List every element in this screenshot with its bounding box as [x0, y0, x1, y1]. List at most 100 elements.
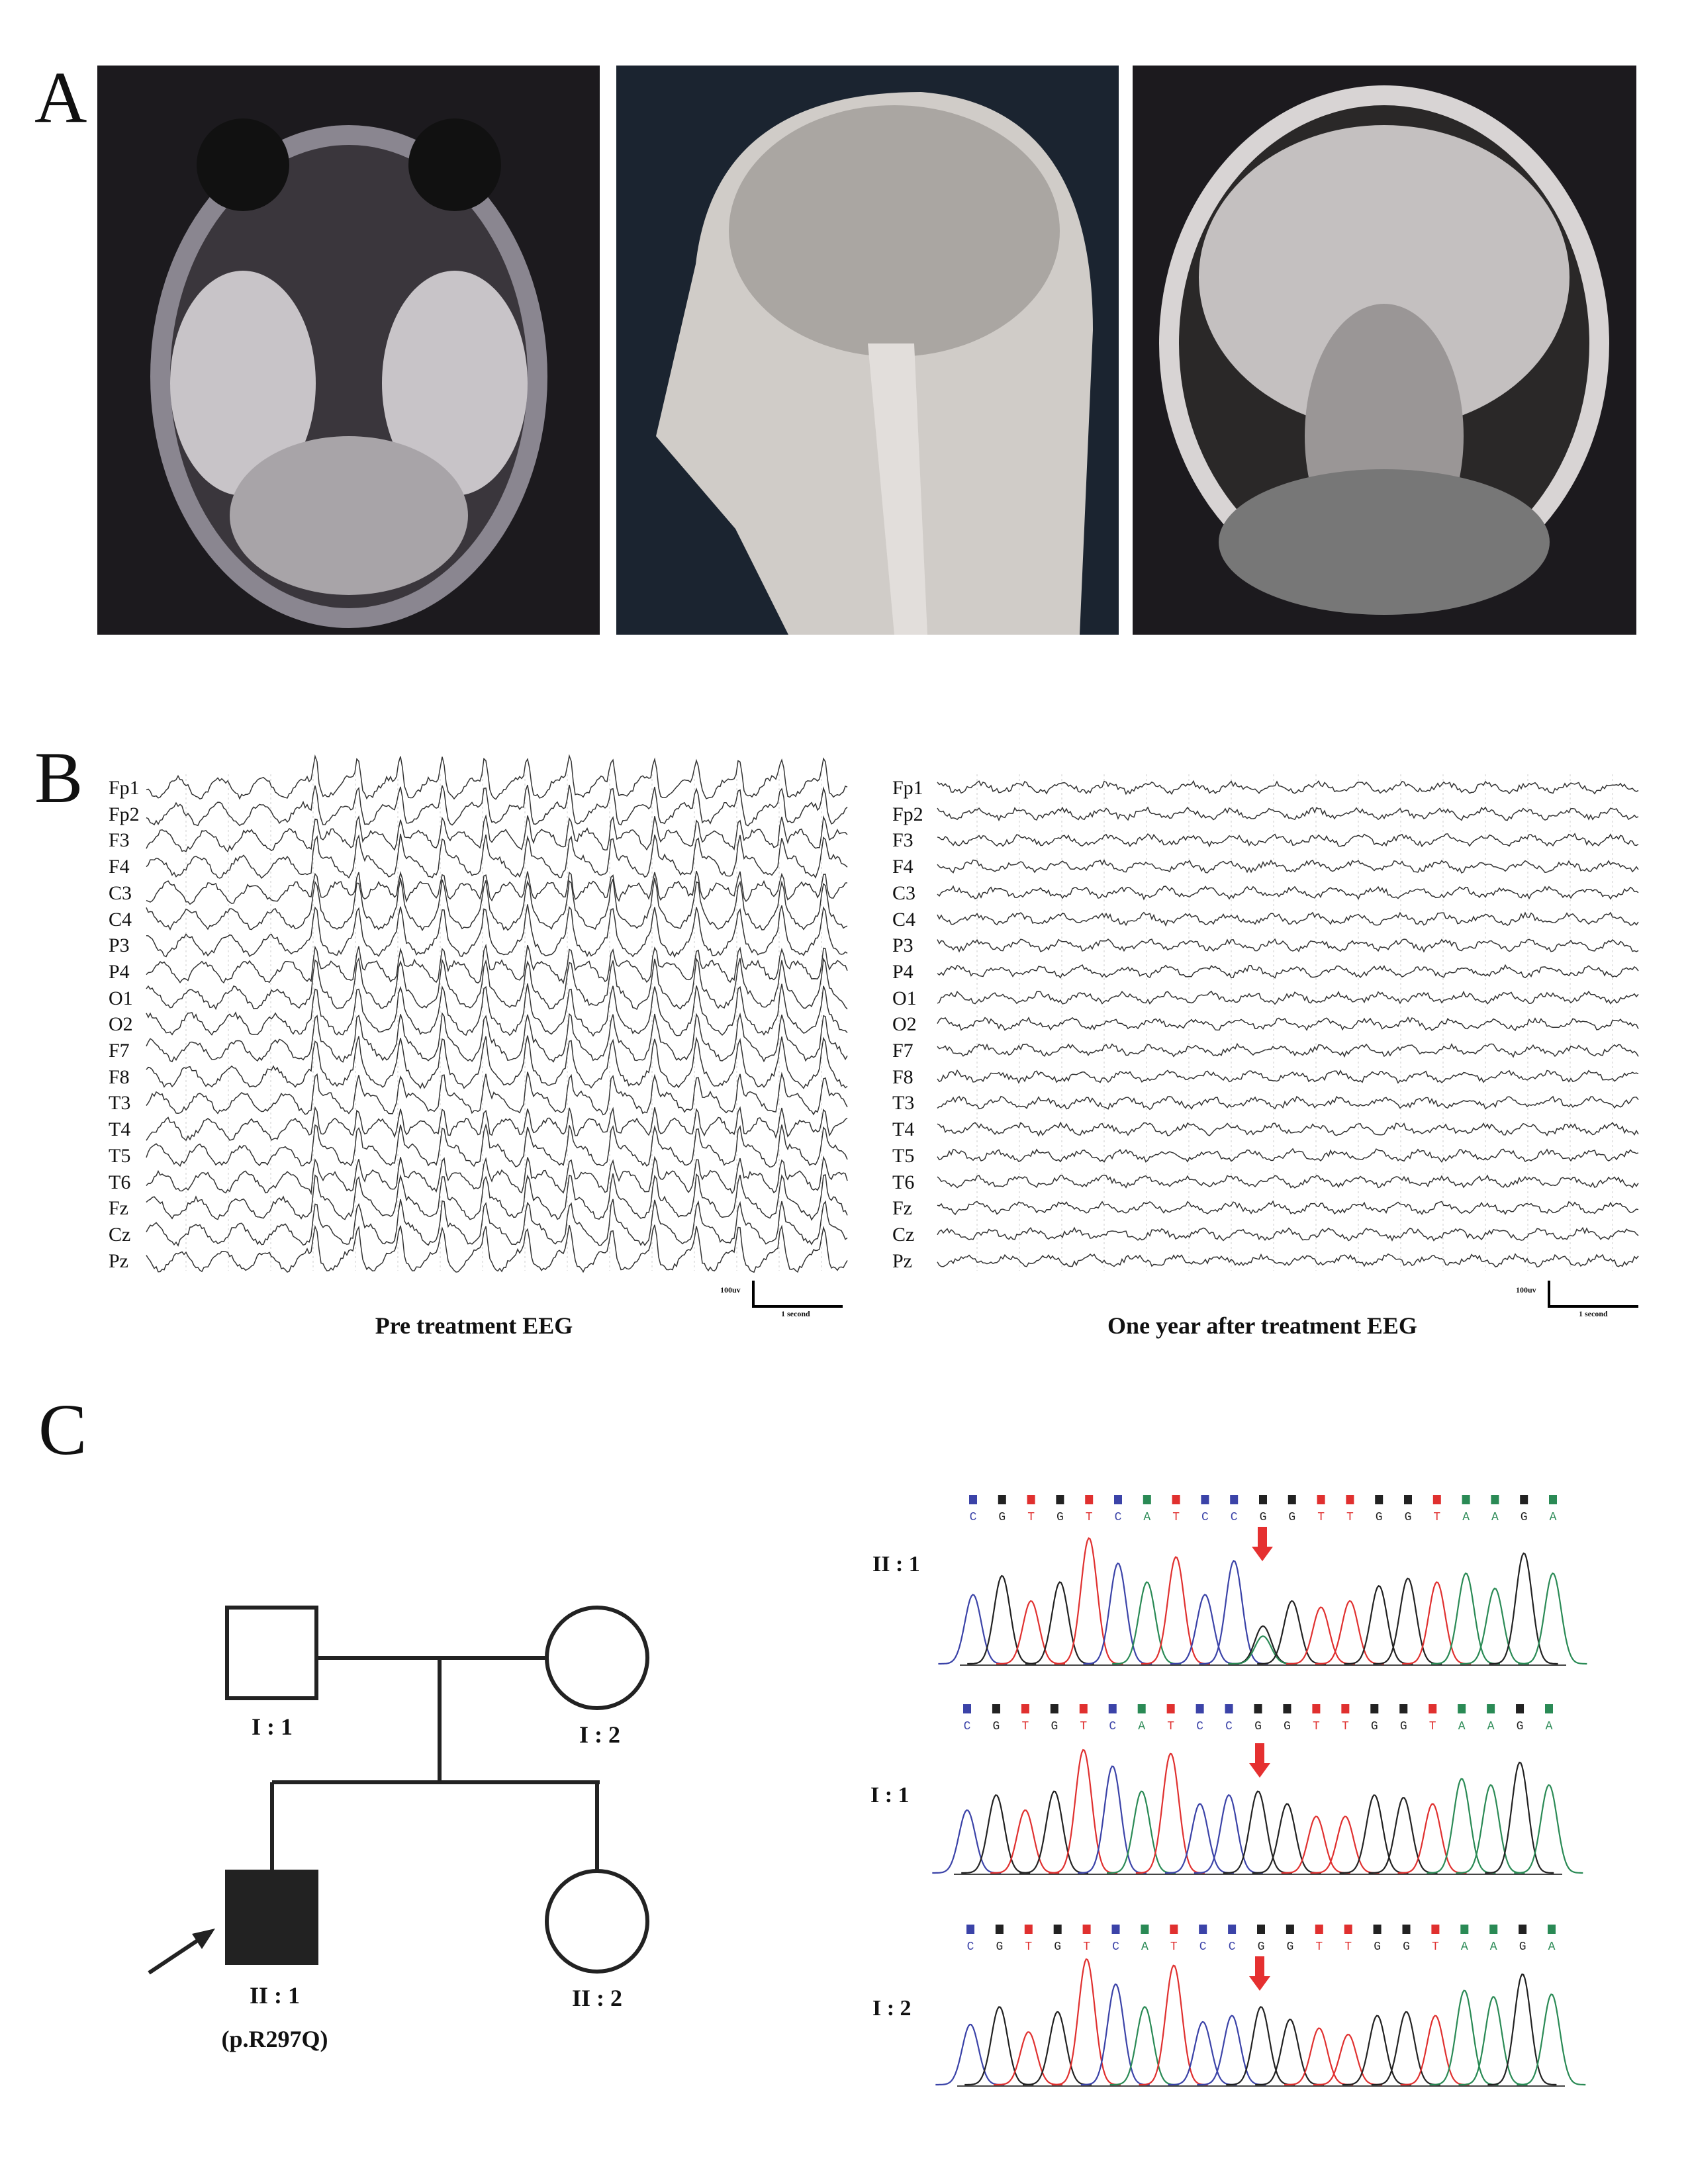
peak [1286, 1606, 1355, 1665]
peak [996, 1600, 1065, 1665]
peak [990, 1809, 1060, 1874]
base-marker [966, 1925, 974, 1934]
base-marker [1111, 1925, 1120, 1934]
eeg-channel-label: T5 [892, 1144, 915, 1167]
peak [1252, 1803, 1321, 1874]
base-marker [1230, 1495, 1239, 1504]
eeg-trace-f7 [937, 1042, 1639, 1058]
base-letter: G [1403, 1940, 1410, 1954]
base-marker [1373, 1925, 1382, 1934]
base-marker [1286, 1925, 1294, 1934]
eeg-trace-cz [146, 1199, 848, 1247]
base-marker [1404, 1495, 1412, 1504]
base-letter: A [1143, 1511, 1150, 1524]
eeg-channel-label: F4 [109, 856, 130, 878]
eeg-trace-c4 [937, 911, 1639, 927]
base-letter: A [1491, 1511, 1499, 1524]
base-letter: A [1462, 1511, 1470, 1524]
base-letter: C [964, 1720, 971, 1733]
panel-label-a: A [34, 57, 87, 138]
peak [1194, 1794, 1263, 1874]
mutation-arrow-icon [1252, 1527, 1273, 1561]
eeg-channel-label: P3 [109, 934, 130, 957]
eeg-channel-label: C3 [892, 882, 916, 904]
eeg-channel-label: C3 [109, 882, 132, 904]
peak [1460, 1587, 1529, 1665]
base-marker [1114, 1495, 1122, 1504]
base-letter: A [1138, 1720, 1145, 1733]
base-letter: G [1400, 1720, 1407, 1733]
eeg-trace-t5 [146, 1123, 848, 1168]
base-marker [1516, 1704, 1524, 1713]
eeg-channel-label: O1 [109, 987, 133, 1009]
eeg-channel-label: F7 [892, 1040, 914, 1062]
peak [1135, 1752, 1205, 1874]
base-marker [1460, 1925, 1469, 1934]
base-letter: G [1051, 1720, 1058, 1733]
peak [1514, 1784, 1583, 1874]
peak [1489, 1552, 1558, 1665]
eeg-channel-label: P3 [892, 934, 914, 957]
peak [1342, 2015, 1411, 2086]
base-letter: G [1374, 1940, 1381, 1954]
eeg-channel-label: O2 [109, 1013, 133, 1036]
base-marker [1399, 1704, 1408, 1713]
base-marker [1053, 1925, 1062, 1934]
label-ii1: II : 1 [249, 1982, 301, 2009]
base-letter: T [1167, 1720, 1174, 1733]
eeg-channel-label: Fz [892, 1197, 912, 1220]
peak [1517, 1993, 1586, 2086]
base-marker [1170, 1925, 1178, 1934]
base-letter: G [1376, 1511, 1383, 1524]
eeg-channel-label: Fz [109, 1197, 128, 1220]
base-marker [1458, 1704, 1466, 1713]
base-marker [1341, 1704, 1350, 1713]
peak [1054, 1537, 1123, 1665]
base-letter: T [1315, 1940, 1323, 1954]
base-letter: C [1225, 1720, 1233, 1733]
eeg-trace-o1 [146, 957, 848, 1011]
base-letter: A [1550, 1511, 1557, 1524]
eeg-channel-label: T6 [109, 1171, 131, 1193]
base-marker [1402, 1925, 1411, 1934]
base-letter: G [1260, 1511, 1267, 1524]
peak [1368, 1796, 1438, 1874]
peak [1080, 1983, 1150, 2086]
peak [932, 1809, 1002, 1874]
peak [964, 2006, 1034, 2086]
eeg-channel-label: C4 [109, 908, 132, 931]
base-letter: C [1112, 1940, 1119, 1954]
eeg-channel-label: O1 [892, 987, 917, 1009]
eeg-channel-label: T3 [109, 1092, 131, 1115]
base-marker [1196, 1704, 1204, 1713]
eeg-trace-t4 [146, 1106, 848, 1142]
base-marker [1079, 1704, 1088, 1713]
peak [1518, 1572, 1587, 1665]
base-letter: T [1172, 1511, 1180, 1524]
peak [1313, 2033, 1382, 2086]
base-marker [995, 1925, 1004, 1934]
eeg-channel-label: Fp2 [109, 803, 140, 825]
peak [961, 1794, 1031, 1874]
eeg-trace-t6 [146, 1156, 848, 1195]
base-letter: G [993, 1720, 1000, 1733]
peak [1485, 1761, 1554, 1874]
peak [1078, 1765, 1147, 1874]
base-marker [1432, 1495, 1441, 1504]
peak [994, 2031, 1063, 2086]
eeg-trace-p3 [937, 938, 1639, 953]
eeg-trace-o1 [937, 990, 1639, 1005]
eeg-channel-label: T3 [892, 1092, 915, 1115]
mutation-arrow-icon [1249, 1743, 1270, 1778]
base-letter: C [1196, 1720, 1203, 1733]
eeg-trace-f8 [146, 1035, 848, 1089]
base-letter: C [1115, 1511, 1122, 1524]
eeg-channel-label: Pz [109, 1250, 128, 1272]
peak [1107, 1790, 1176, 1874]
base-marker [1344, 1925, 1352, 1934]
base-marker [1024, 1925, 1033, 1934]
eeg-trace-fz [937, 1200, 1639, 1216]
peak [1400, 2015, 1470, 2086]
